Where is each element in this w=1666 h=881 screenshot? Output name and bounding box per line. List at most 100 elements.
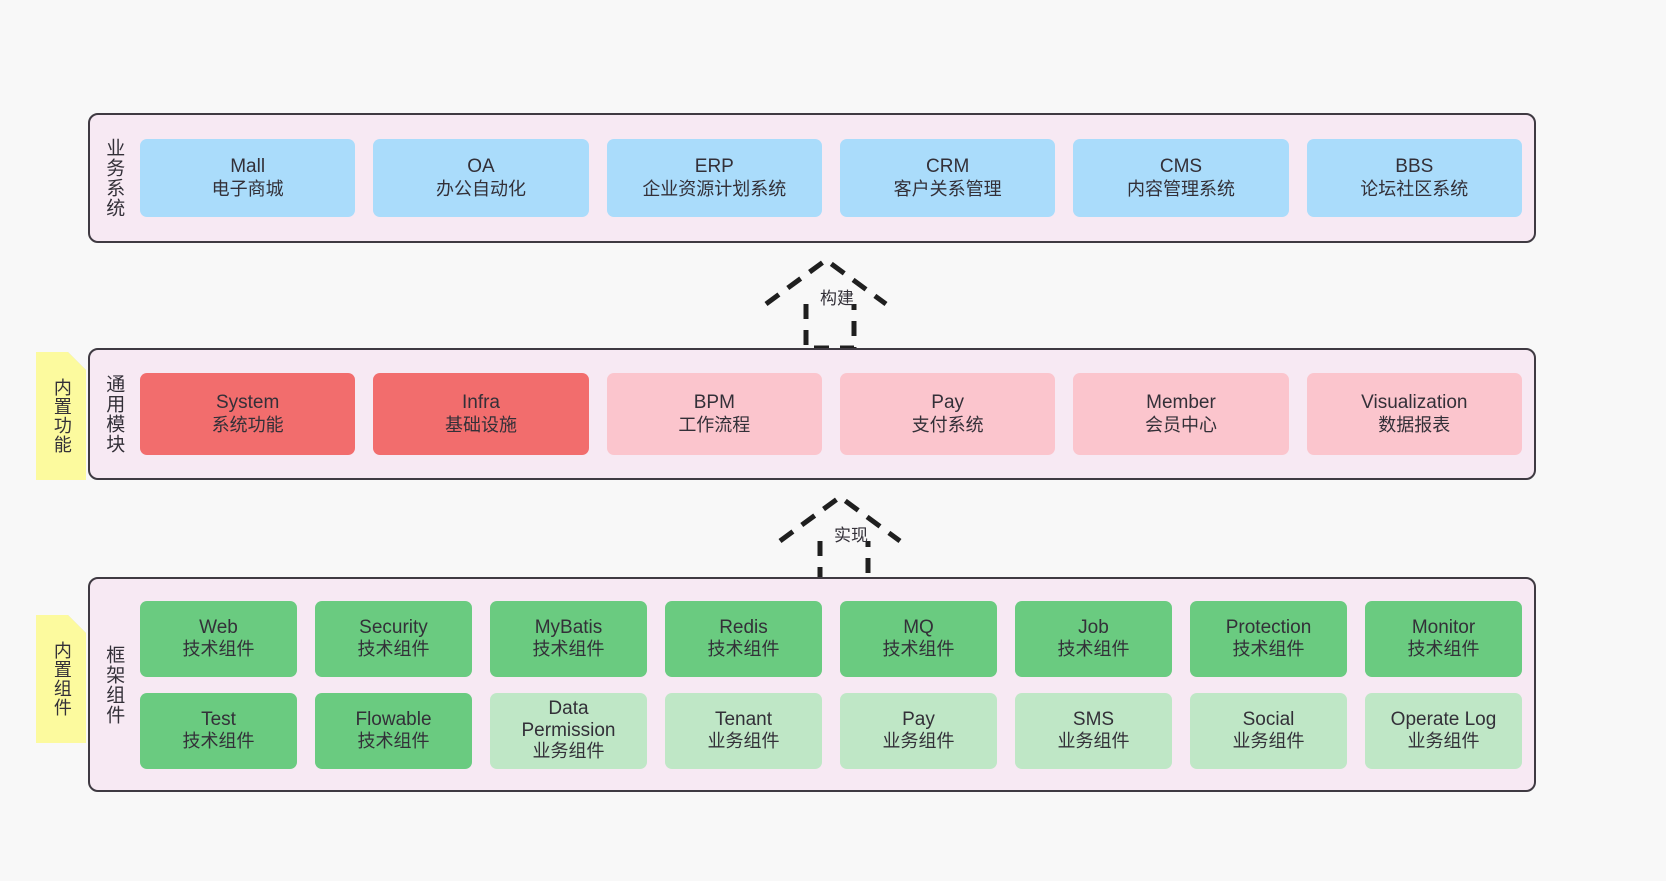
card-data-permission[interactable]: Data Permission 业务组件 bbox=[490, 692, 647, 769]
card-subtitle: 业务组件 bbox=[882, 731, 955, 752]
card-monitor[interactable]: Monitor 技术组件 bbox=[1365, 600, 1522, 677]
card-subtitle: 技术组件 bbox=[1407, 639, 1480, 660]
card-subtitle: 论坛社区系统 bbox=[1360, 178, 1469, 199]
note-builtin-components: 内置组件 bbox=[36, 615, 86, 743]
card-subtitle: 技术组件 bbox=[532, 639, 605, 660]
card-subtitle: 业务组件 bbox=[707, 731, 780, 752]
card-subtitle: 企业资源计划系统 bbox=[642, 178, 787, 199]
card-title: System bbox=[215, 392, 280, 414]
note-label: 内置功能 bbox=[51, 378, 72, 454]
note-builtin-features: 内置功能 bbox=[36, 352, 86, 480]
card-row: Web 技术组件 Security 技术组件 MyBatis 技术组件 Redi… bbox=[140, 600, 1522, 677]
card-cms[interactable]: CMS 内容管理系统 bbox=[1073, 139, 1289, 217]
card-subtitle: 技术组件 bbox=[357, 731, 430, 752]
card-subtitle: 技术组件 bbox=[182, 731, 255, 752]
card-title: BBS bbox=[1395, 156, 1434, 178]
card-oa[interactable]: OA 办公自动化 bbox=[373, 139, 589, 217]
connector-label-build: 构建 bbox=[820, 289, 854, 308]
card-subtitle: 客户关系管理 bbox=[893, 178, 1002, 199]
card-protection[interactable]: Protection 技术组件 bbox=[1190, 600, 1347, 677]
card-subtitle: 业务组件 bbox=[1232, 731, 1305, 752]
card-subtitle: 会员中心 bbox=[1144, 414, 1217, 435]
card-subtitle: 技术组件 bbox=[1232, 639, 1305, 660]
card-mybatis[interactable]: MyBatis 技术组件 bbox=[490, 600, 647, 677]
card-title: CMS bbox=[1159, 156, 1203, 178]
layer-title-business-systems: 业务系统 bbox=[103, 138, 125, 218]
card-pay-component[interactable]: Pay 业务组件 bbox=[840, 692, 997, 769]
card-title: OA bbox=[467, 156, 495, 178]
layer-body-business-systems: Mall 电子商城 OA 办公自动化 ERP 企业资源计划系统 CRM 客户关系… bbox=[136, 115, 1534, 241]
card-title: Web bbox=[199, 616, 238, 638]
card-web[interactable]: Web 技术组件 bbox=[140, 600, 297, 677]
card-bbs[interactable]: BBS 论坛社区系统 bbox=[1306, 139, 1522, 217]
card-infra[interactable]: Infra 基础设施 bbox=[373, 373, 589, 455]
card-title: Operate Log bbox=[1390, 708, 1497, 730]
card-erp[interactable]: ERP 企业资源计划系统 bbox=[606, 139, 822, 217]
card-subtitle: 内容管理系统 bbox=[1126, 178, 1235, 199]
card-subtitle: 技术组件 bbox=[882, 639, 955, 660]
card-title: Mall bbox=[230, 156, 266, 178]
card-operate-log[interactable]: Operate Log 业务组件 bbox=[1365, 692, 1522, 769]
layer-body-common-modules: System 系统功能 Infra 基础设施 BPM 工作流程 Pay 支付系统… bbox=[136, 350, 1534, 478]
card-title: Tenant bbox=[714, 708, 773, 730]
card-title: CRM bbox=[926, 156, 970, 178]
layer-title-common-modules: 通用模块 bbox=[103, 374, 125, 454]
connector-label-implement: 实现 bbox=[834, 526, 868, 545]
card-bpm[interactable]: BPM 工作流程 bbox=[606, 373, 822, 455]
note-label: 内置组件 bbox=[51, 641, 72, 717]
card-title: MyBatis bbox=[534, 616, 603, 638]
card-subtitle: 技术组件 bbox=[182, 639, 255, 660]
card-title: ERP bbox=[694, 156, 734, 178]
card-mall[interactable]: Mall 电子商城 bbox=[140, 139, 356, 217]
card-job[interactable]: Job 技术组件 bbox=[1015, 600, 1172, 677]
layer-title-framework-components: 框架组件 bbox=[103, 644, 125, 725]
note-fold-icon bbox=[68, 352, 86, 370]
card-system[interactable]: System 系统功能 bbox=[140, 373, 356, 455]
card-pay-module[interactable]: Pay 支付系统 bbox=[839, 373, 1056, 455]
card-title: Infra bbox=[461, 392, 500, 414]
card-subtitle: 数据报表 bbox=[1378, 414, 1451, 435]
card-subtitle: 支付系统 bbox=[911, 414, 984, 435]
layer-business-systems: 业务系统 Mall 电子商城 OA 办公自动化 ERP 企业资源计划系统 CRM… bbox=[88, 113, 1536, 243]
card-title: Redis bbox=[719, 616, 768, 638]
card-title: Test bbox=[201, 708, 236, 730]
card-subtitle: 办公自动化 bbox=[435, 178, 526, 199]
card-member[interactable]: Member 会员中心 bbox=[1073, 373, 1289, 455]
card-subtitle: 技术组件 bbox=[1057, 639, 1130, 660]
card-visualization[interactable]: Visualization 数据报表 bbox=[1306, 373, 1522, 455]
card-title: Social bbox=[1242, 708, 1295, 730]
card-subtitle: 业务组件 bbox=[1057, 731, 1130, 752]
card-row: Mall 电子商城 OA 办公自动化 ERP 企业资源计划系统 CRM 客户关系… bbox=[140, 139, 1522, 217]
connector-implement: 实现 bbox=[772, 493, 932, 588]
card-title: BPM bbox=[693, 392, 735, 414]
card-subtitle: 技术组件 bbox=[357, 639, 430, 660]
card-title: Job bbox=[1078, 616, 1109, 638]
card-redis[interactable]: Redis 技术组件 bbox=[665, 600, 822, 677]
card-sms[interactable]: SMS 业务组件 bbox=[1015, 692, 1172, 769]
card-title: Data Permission bbox=[521, 697, 616, 741]
card-title: Flowable bbox=[355, 708, 432, 730]
card-test[interactable]: Test 技术组件 bbox=[140, 692, 297, 769]
card-title: MQ bbox=[903, 616, 934, 638]
card-title: Member bbox=[1146, 392, 1216, 414]
card-title: Pay bbox=[902, 708, 935, 730]
card-title: Protection bbox=[1225, 616, 1312, 638]
note-fold-icon bbox=[68, 615, 86, 633]
card-row: Test 技术组件 Flowable 技术组件 Data Permission … bbox=[140, 692, 1522, 769]
card-subtitle: 基础设施 bbox=[444, 414, 517, 435]
card-flowable[interactable]: Flowable 技术组件 bbox=[315, 692, 472, 769]
card-subtitle: 系统功能 bbox=[211, 414, 284, 435]
card-mq[interactable]: MQ 技术组件 bbox=[840, 600, 997, 677]
card-social[interactable]: Social 业务组件 bbox=[1190, 692, 1347, 769]
card-title: Pay bbox=[931, 392, 965, 414]
layer-body-framework-components: Web 技术组件 Security 技术组件 MyBatis 技术组件 Redi… bbox=[136, 579, 1534, 790]
card-title: SMS bbox=[1072, 708, 1115, 730]
card-subtitle: 技术组件 bbox=[707, 639, 780, 660]
card-tenant[interactable]: Tenant 业务组件 bbox=[665, 692, 822, 769]
layer-framework-components: 框架组件 Web 技术组件 Security 技术组件 MyBatis 技术组件… bbox=[88, 577, 1536, 792]
card-crm[interactable]: CRM 客户关系管理 bbox=[839, 139, 1056, 217]
card-subtitle: 业务组件 bbox=[1407, 731, 1480, 752]
card-security[interactable]: Security 技术组件 bbox=[315, 600, 472, 677]
connector-build: 构建 bbox=[758, 256, 918, 351]
